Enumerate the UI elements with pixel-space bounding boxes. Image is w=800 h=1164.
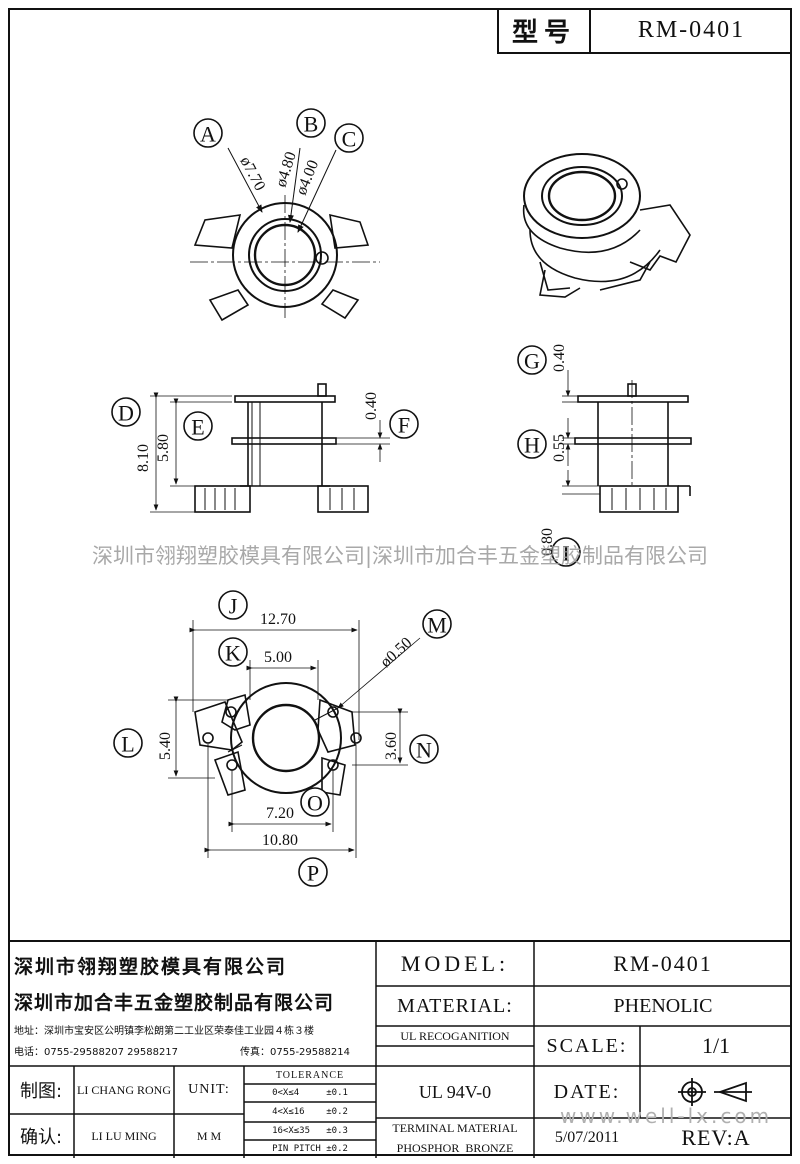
- callout-a: A: [200, 122, 216, 147]
- callout-k: K: [225, 641, 241, 666]
- callout-n: N: [416, 738, 432, 763]
- date-label: DATE:: [553, 1080, 621, 1103]
- drawn-by-value: LI CHANG RONG: [77, 1082, 171, 1097]
- header-model-label: 型号: [499, 8, 591, 52]
- unit-value: M M: [196, 1128, 222, 1143]
- company-fax: 传真：0755-29588214: [240, 1046, 350, 1058]
- watermark-url: www.well-lx.com: [560, 1104, 773, 1128]
- tolerance-row-4: PIN PITCH ±0.2: [272, 1144, 348, 1154]
- tolerance-title: TOLERANCE: [275, 1069, 345, 1081]
- scale-value: 1/1: [701, 1033, 731, 1058]
- company-phone: 电话：0755-29588207 29588217: [14, 1046, 179, 1058]
- callout-c: C: [342, 127, 357, 152]
- tolerance-row-1: 0<X≤4 ±0.1: [272, 1088, 348, 1098]
- callout-f: F: [398, 413, 410, 438]
- dim-m: ø0.50: [377, 634, 415, 671]
- terminal-material-label: TERMINAL MATERIAL: [392, 1120, 518, 1135]
- callout-p: P: [307, 861, 319, 886]
- callout-b: B: [304, 112, 319, 137]
- dim-h: 0.55: [551, 434, 568, 462]
- callout-e: E: [191, 415, 204, 440]
- unit-label: UNIT:: [188, 1082, 230, 1097]
- watermark-text: 深圳市翎翔塑胶模具有限公司|深圳市加合丰五金塑胶制品有限公司: [91, 544, 709, 568]
- callout-g: G: [524, 349, 540, 374]
- material-value: PHENOLIC: [613, 994, 713, 1017]
- dim-c: ø4.00: [293, 158, 322, 198]
- header-model-value: RM-0401: [637, 16, 746, 43]
- header-model-box: 型号 RM-0401: [497, 8, 792, 54]
- terminal-material-value: PHOSPHOR BRONZE: [396, 1140, 514, 1155]
- side-view: [562, 370, 692, 513]
- dim-l: 5.40: [157, 732, 174, 760]
- drawn-by-label: 制图:: [19, 1081, 63, 1102]
- revision-label: REV:A: [681, 1125, 751, 1150]
- tolerance-row-3: 16<X≤35 ±0.3: [272, 1126, 348, 1136]
- dim-j: 12.70: [260, 611, 296, 628]
- callout-d: D: [118, 401, 134, 426]
- dim-n: 3.60: [383, 732, 400, 760]
- company-address: 地址：深圳市宝安区公明镇李松朗第二工业区荣泰佳工业园４栋３楼: [14, 1025, 314, 1037]
- title-block-grid: [8, 942, 792, 1158]
- checked-by-value: LI LU MING: [91, 1128, 157, 1143]
- callout-i: I: [562, 541, 569, 566]
- top-view: [190, 147, 380, 322]
- model-value: RM-0401: [613, 951, 713, 976]
- callout-h: H: [524, 433, 540, 458]
- callout-m: M: [427, 613, 447, 638]
- scale-label: SCALE:: [546, 1034, 628, 1057]
- isometric-view: [522, 153, 691, 298]
- checked-by-label: 确认:: [19, 1127, 63, 1148]
- company-name-2: 深圳市加合丰五金塑胶制品有限公司: [14, 991, 335, 1014]
- dim-d: 8.10: [135, 444, 152, 472]
- dim-e: 5.80: [155, 434, 172, 462]
- ul-label: UL RECOGANITION: [400, 1028, 510, 1043]
- front-view: [150, 383, 390, 513]
- dim-g: 0.40: [551, 344, 568, 372]
- callout-l: L: [121, 732, 134, 757]
- callout-o: O: [307, 791, 323, 816]
- dim-i: 0.80: [539, 528, 556, 556]
- drawing-sheet: [8, 8, 792, 1156]
- company-name-1: 深圳市翎翔塑胶模具有限公司: [14, 955, 288, 978]
- model-label: MODEL:: [400, 951, 510, 976]
- bottom-view: [168, 620, 421, 858]
- technical-drawing: A B C D E F G H I J K L M N O P ø7.70 ø4…: [111, 108, 692, 887]
- dim-f: 0.40: [363, 392, 380, 420]
- material-label: MATERIAL:: [397, 994, 513, 1017]
- projection-symbol-icon: [640, 1066, 792, 1118]
- dim-o: 7.20: [266, 805, 294, 822]
- callout-j: J: [229, 594, 238, 619]
- dim-p: 10.80: [262, 832, 298, 849]
- date-value: 5/07/2011: [554, 1129, 620, 1146]
- ul-value: UL 94V-0: [418, 1081, 492, 1102]
- dim-k: 5.00: [264, 649, 292, 666]
- title-block: 深圳市翎翔塑胶模具有限公司 深圳市加合丰五金塑胶制品有限公司 地址：深圳市宝安区…: [8, 940, 792, 1158]
- tolerance-row-2: 4<X≤16 ±0.2: [272, 1107, 348, 1117]
